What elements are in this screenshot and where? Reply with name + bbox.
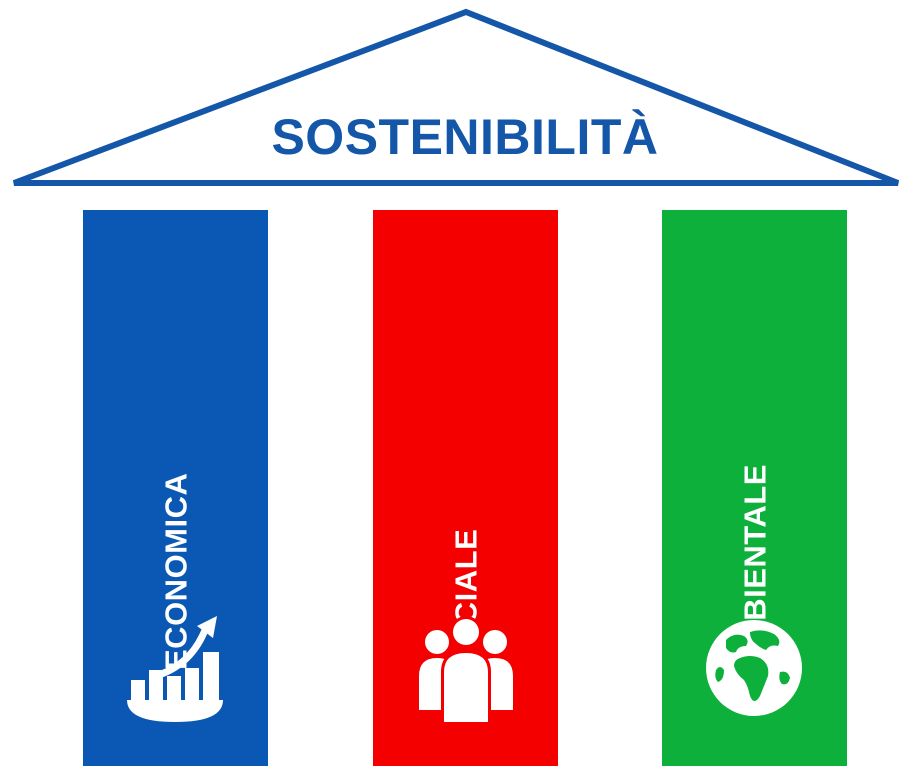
pillar-sociale: SOCIALE [373, 210, 558, 766]
roof-title: SOSTENIBILITÀ [271, 109, 659, 165]
pillar-economica: ECONOMICA [83, 210, 268, 766]
roof [12, 8, 900, 186]
growth-bar-chart-icon [127, 616, 223, 722]
people-group-icon [419, 616, 513, 722]
roof-triangle [12, 8, 900, 186]
earth-globe-icon [706, 620, 802, 716]
pillar-ambientale: AMBIENTALE [662, 210, 847, 766]
